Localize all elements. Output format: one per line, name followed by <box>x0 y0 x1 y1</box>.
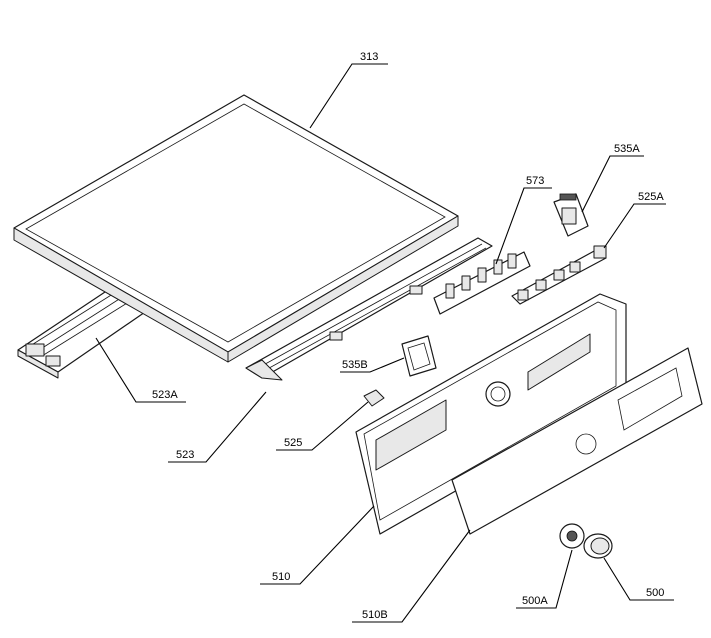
callout-523: 523 <box>168 391 267 463</box>
callout-535B: 535B <box>340 357 405 373</box>
label-535B: 535B <box>342 359 368 371</box>
part-525-button <box>363 389 385 407</box>
part-510-control-panel <box>355 293 627 535</box>
part-523A-bracket <box>17 289 149 379</box>
label-525A: 525A <box>638 191 664 203</box>
label-500: 500 <box>646 587 664 599</box>
part-510B-decor-panel <box>451 347 703 535</box>
callout-510: 510 <box>260 505 375 585</box>
part-535B-frame <box>401 335 437 377</box>
callout-523A: 523A <box>95 337 186 403</box>
part-573-control-board <box>433 251 531 315</box>
label-535A: 535A <box>614 143 640 155</box>
callout-313: 313 <box>309 51 388 129</box>
label-510B: 510B <box>362 609 388 621</box>
callout-525A: 525A <box>603 191 666 249</box>
callout-500A: 500A <box>516 549 573 609</box>
callout-500: 500 <box>603 557 674 601</box>
part-500-knob-cap <box>583 533 613 559</box>
label-525: 525 <box>284 437 302 449</box>
callout-535A: 535A <box>581 143 644 213</box>
part-525A-button-strip <box>511 245 607 305</box>
part-500A-knob-body <box>559 523 585 549</box>
label-500A: 500A <box>522 595 548 607</box>
label-313: 313 <box>360 51 378 63</box>
part-313-top-cover <box>13 94 459 363</box>
label-523A: 523A <box>152 389 178 401</box>
callout-510B: 510B <box>352 529 471 623</box>
callout-525: 525 <box>276 401 369 451</box>
part-535A-module <box>553 193 589 237</box>
part-523-rail <box>245 237 493 381</box>
label-523: 523 <box>176 449 194 461</box>
callout-573: 573 <box>495 175 552 265</box>
label-510: 510 <box>272 571 290 583</box>
label-573: 573 <box>526 175 544 187</box>
